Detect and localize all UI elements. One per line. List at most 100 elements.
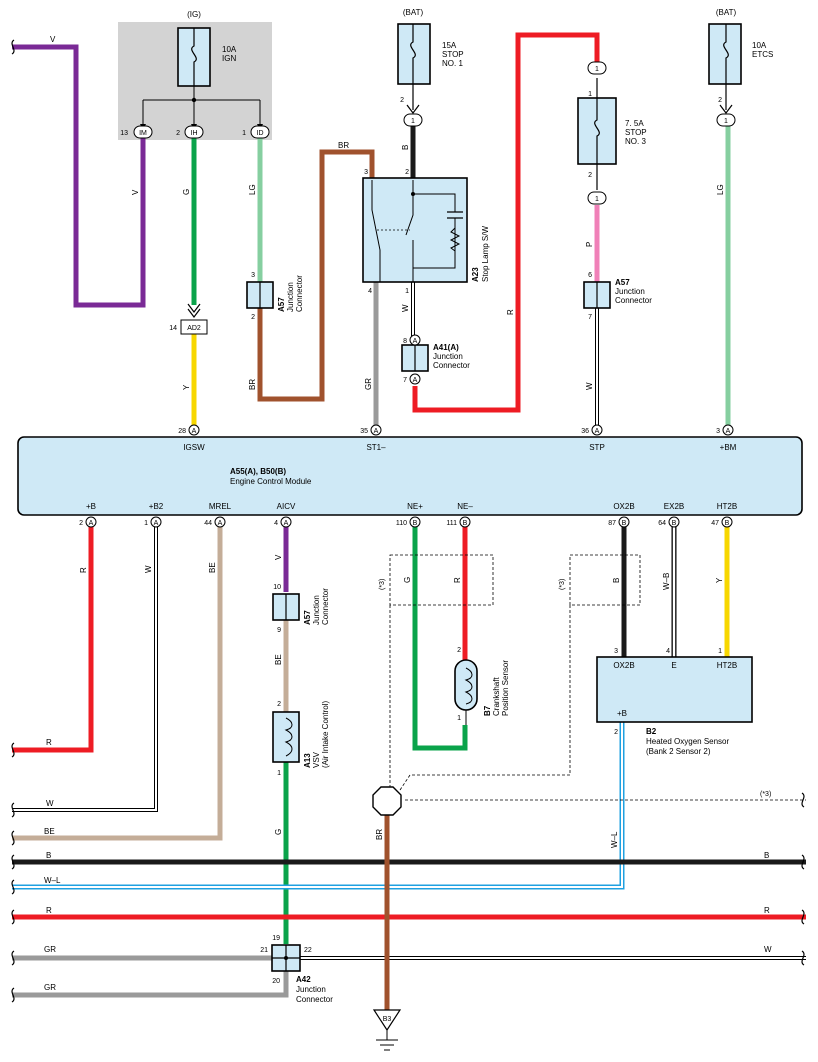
svg-text:B: B (764, 851, 769, 860)
wire-be-mrel (12, 524, 223, 841)
stop3-top-pin: 1 (588, 91, 592, 98)
ign-ih-label: IH (191, 130, 198, 137)
svg-text:R: R (453, 577, 462, 583)
svg-text:BR: BR (375, 829, 384, 840)
ecm-pin-plusb: 2 (79, 520, 83, 527)
a57-left-id: A57 (277, 297, 286, 312)
svg-text:B: B (46, 851, 51, 860)
ecm-pin-st1: 35 (360, 428, 368, 435)
a57-aicv-pin-top: 10 (273, 584, 281, 591)
vsv-name1: VSV (312, 751, 321, 768)
svg-text:B: B (672, 520, 677, 527)
ecm-pin-nen: 111 (446, 520, 457, 527)
svg-text:B: B (413, 520, 418, 527)
svg-text:BR: BR (338, 141, 349, 150)
o2-pin-e: 4 (666, 648, 670, 655)
svg-text:BR: BR (248, 379, 257, 390)
ground-id: B3 (383, 1016, 392, 1023)
stop3-in-pin: 1 (595, 66, 599, 73)
ecm-pin-ex2b: 64 (658, 520, 666, 527)
o2-id: B2 (646, 727, 657, 736)
shield-note-3: (*3) (760, 791, 771, 798)
ecm-term-nen: NE– (457, 502, 473, 511)
wire-end-curls (11, 39, 805, 1003)
svg-text:W–L: W–L (610, 831, 619, 848)
shield-note-1: (*3) (379, 579, 386, 590)
svg-text:G: G (182, 189, 191, 195)
svg-text:GR: GR (364, 378, 373, 390)
ad2-label: AD2 (187, 325, 201, 332)
shield-dashes (389, 554, 806, 801)
fuse-ign-name: IGN (222, 54, 236, 63)
stop-sw-id: A23 (471, 267, 480, 282)
ecm-term-ox2b: OX2B (613, 502, 634, 511)
svg-text:BE: BE (208, 562, 217, 573)
ecm-term-mrel: MREL (209, 502, 232, 511)
o2-term-ht2b: HT2B (717, 661, 737, 670)
svg-text:BE: BE (274, 654, 283, 665)
ecm-pin-ox2b: 87 (608, 520, 616, 527)
fuse-etcs-source: (BAT) (716, 8, 737, 17)
o2-name1: Heated Oxygen Sensor (646, 737, 729, 746)
wire-g-ne (412, 524, 468, 751)
ecm-term-aicv: AICV (277, 502, 296, 511)
a57-right-name2: Connector (615, 296, 652, 305)
a42-pin-21: 21 (260, 947, 268, 954)
stop3-bot-pin: 2 (588, 172, 592, 179)
ecm-pin-ht2b: 47 (711, 520, 719, 527)
ecm-term-nep: NE+ (407, 502, 423, 511)
stop1-out-pin: 1 (411, 118, 415, 125)
svg-text:B: B (725, 520, 730, 527)
ecm-term-igsw: IGSW (183, 443, 205, 452)
ecm-term-ex2b: EX2B (664, 502, 684, 511)
a42-pin-22: 22 (304, 947, 312, 954)
shield-note-2: (*3) (559, 579, 566, 590)
svg-text:W: W (401, 304, 410, 312)
shield-ground-junction (372, 786, 402, 816)
wire-br-stop (257, 149, 375, 402)
crankshaft-sensor (454, 659, 478, 725)
vsv-component (272, 711, 300, 763)
wire-r-plusb (12, 524, 94, 753)
stop-sw-name: Stop Lamp S/W (481, 226, 490, 282)
svg-text:A: A (595, 428, 600, 435)
a42-name1: Junction (296, 985, 326, 994)
a57-right-id: A57 (615, 278, 630, 287)
ecm-id: A55(A), B50(B) (230, 467, 286, 476)
etcs-out-pin: 1 (724, 118, 728, 125)
ign-id-pin: 1 (242, 130, 246, 137)
a57-aicv-name1: Junction (312, 595, 321, 625)
vsv-pin-top: 2 (277, 701, 281, 708)
fuse-stop3-no: NO. 3 (625, 137, 646, 146)
vsv-pin-bot: 1 (277, 770, 281, 777)
svg-text:BE: BE (44, 827, 55, 836)
vsv-name2: (Air Intake Control) (321, 701, 330, 768)
ecm-term-plusb2: +B2 (149, 502, 164, 511)
svg-text:R: R (506, 309, 515, 315)
fuse-stop3-name: STOP (625, 128, 647, 137)
svg-text:Y: Y (715, 577, 724, 583)
a41-name2: Connector (433, 361, 470, 370)
svg-text:V: V (274, 554, 283, 560)
fuse-stop1-rating: 15A (442, 41, 457, 50)
ecm-pin-mrel: 44 (204, 520, 212, 527)
svg-text:V: V (131, 189, 140, 195)
fuse-stop3 (577, 78, 617, 190)
a57-left-pin-bot: 2 (251, 314, 255, 321)
ecm-bottom-pins: A A A A B B B B B (85, 516, 733, 528)
crank-pin-top: 2 (457, 647, 461, 654)
fuse-etcs (708, 23, 742, 110)
fuse-stop1-source: (BAT) (403, 8, 424, 17)
o2-pin-ox2b: 3 (614, 648, 618, 655)
svg-text:LG: LG (248, 184, 257, 195)
a41-name1: Junction (433, 352, 463, 361)
ad2-pin: 14 (169, 325, 177, 332)
wire-w-b2 (12, 524, 157, 811)
fuse-etcs-name: ETCS (752, 50, 773, 59)
svg-text:G: G (403, 577, 412, 583)
a57-left-pin-top: 3 (251, 272, 255, 279)
svg-text:W: W (764, 945, 772, 954)
o2-sensor-box (596, 656, 753, 723)
crank-id: B7 (483, 705, 492, 716)
